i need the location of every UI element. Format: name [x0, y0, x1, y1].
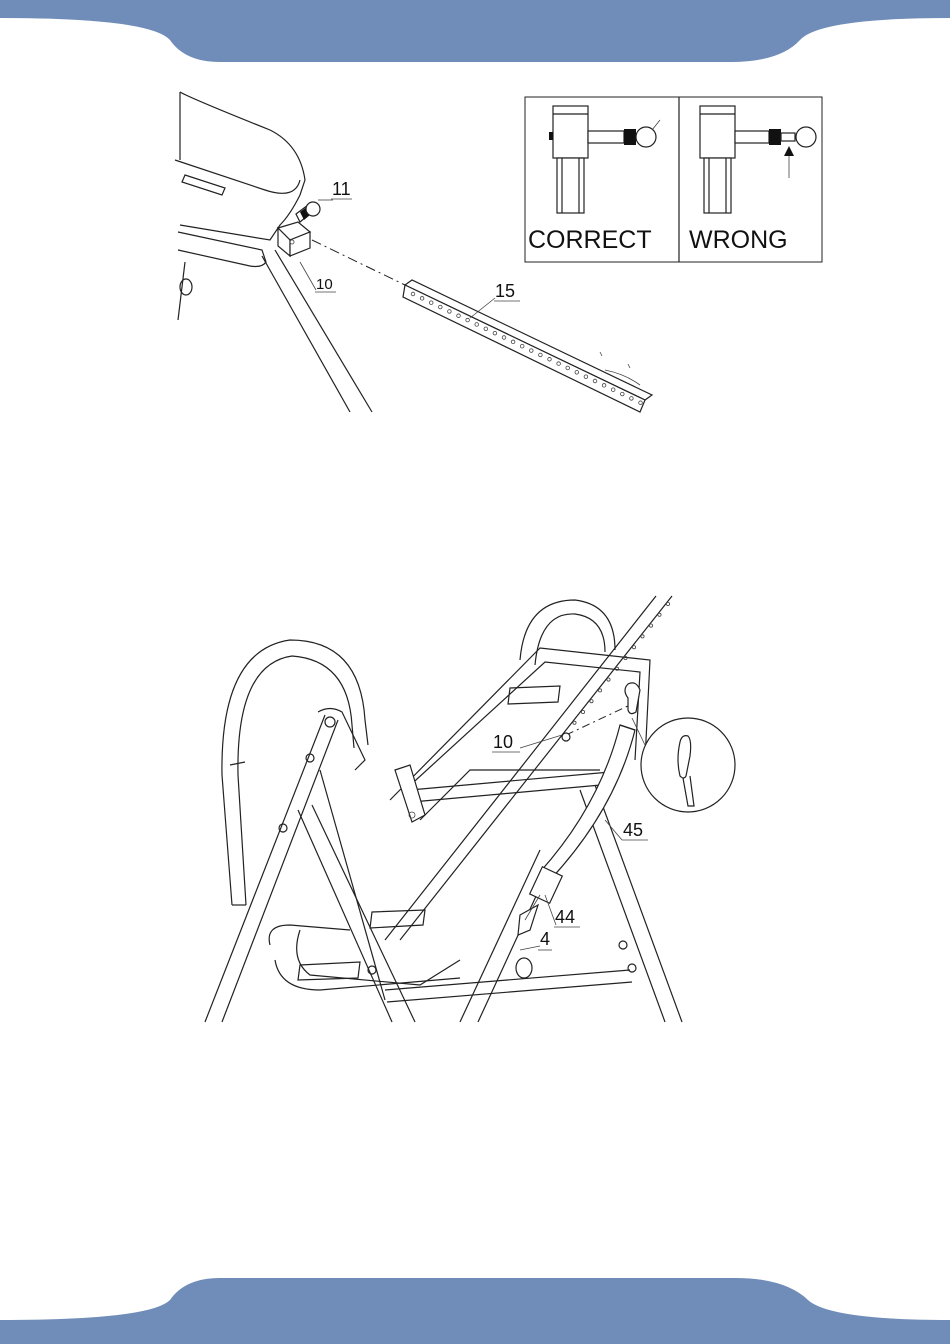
hinge-bracket [395, 765, 425, 822]
assembly-diagram-step-strap: 10 45 44 4 [0, 585, 950, 1030]
inset-correct-label: CORRECT [528, 226, 652, 254]
right-handle [520, 600, 615, 665]
tube-hole [658, 613, 661, 616]
callout-10-strap: 10 [493, 732, 513, 752]
tube-hole [590, 700, 593, 703]
pop-pin-part-11 [296, 202, 320, 222]
bracket-part-10 [278, 222, 310, 256]
main-tube [385, 596, 672, 940]
tube-hole [607, 678, 610, 681]
footer-tab-shape [0, 1278, 950, 1344]
left-handle [222, 640, 368, 905]
frame-leg [178, 250, 372, 412]
callout-15: 15 [495, 281, 515, 301]
callout-11: 11 [332, 179, 351, 199]
tube-hole [649, 624, 652, 627]
main-tube-holes [573, 602, 670, 724]
adjustment-tube-part-15 [403, 280, 652, 412]
header-tab-shape [0, 0, 950, 62]
callout-44: 44 [555, 907, 575, 927]
safety-strap-part-45 [518, 683, 640, 935]
tube-hole [581, 710, 584, 713]
carabiner-detail-circle [632, 718, 735, 812]
tube-hole [666, 602, 669, 605]
tube-hole [598, 689, 601, 692]
inset-wrong-label: WRONG [689, 226, 788, 254]
header-banner [0, 0, 950, 70]
callout-4: 4 [540, 929, 550, 949]
tube-hole [632, 646, 635, 649]
callout-45: 45 [623, 820, 643, 840]
footer-banner [0, 1270, 950, 1344]
assembly-diagram-step-bracket: 11 10 15 CORRECT [0, 80, 950, 430]
tube-hole [573, 721, 576, 724]
callout-10: 10 [316, 276, 333, 293]
inset-correct-wrong: CORRECT WRONG [525, 97, 822, 262]
tube-hole [641, 635, 644, 638]
